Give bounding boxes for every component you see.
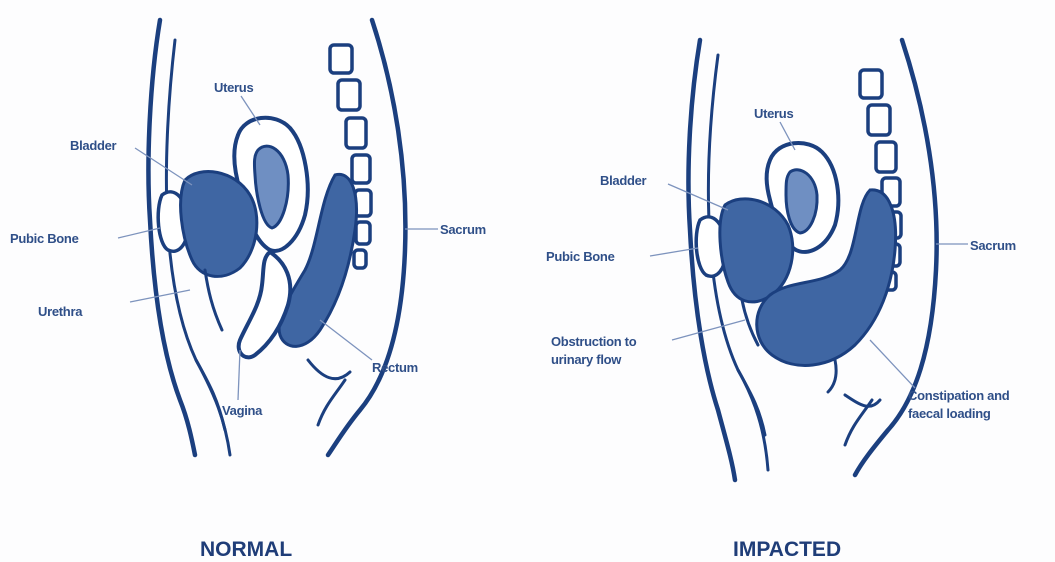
- normal-label-sacrum: Sacrum: [440, 222, 486, 237]
- impacted-label-sacrum: Sacrum: [970, 238, 1016, 253]
- impacted-uterus-cavity: [786, 170, 817, 233]
- impacted-label-constipation-line1: Constipation and: [908, 388, 1010, 403]
- normal-label-urethra: Urethra: [38, 304, 83, 319]
- normal-panel: [148, 20, 405, 455]
- normal-back-wall-inner: [318, 380, 345, 425]
- normal-label-bladder: Bladder: [70, 138, 117, 153]
- impacted-label-obstruction-line1: Obstruction to: [551, 334, 637, 349]
- normal-label-uterus: Uterus: [214, 80, 253, 95]
- impacted-anal-canal: [828, 360, 836, 392]
- impacted-label-constipation-line2: faecal loading: [908, 406, 991, 421]
- impacted-label-pubic-bone: Pubic Bone: [546, 249, 615, 264]
- normal-label-rectum: Rectum: [372, 360, 418, 375]
- impacted-label-bladder: Bladder: [600, 173, 647, 188]
- normal-label-vagina: Vagina: [222, 403, 263, 418]
- normal-urethra: [205, 270, 222, 330]
- impacted-caption: IMPACTED: [733, 538, 841, 561]
- normal-label-pubic-bone: Pubic Bone: [10, 231, 79, 246]
- impacted-label-uterus: Uterus: [754, 106, 793, 121]
- impacted-label-obstruction-line2: urinary flow: [551, 352, 622, 367]
- normal-bladder: [181, 172, 257, 277]
- impacted-leg-back: [845, 395, 880, 406]
- impacted-panel: [688, 40, 936, 480]
- impacted-bladder: [720, 199, 793, 302]
- impacted-leg-front: [738, 370, 768, 470]
- normal-leg-back: [308, 360, 350, 379]
- normal-caption: NORMAL: [200, 538, 292, 561]
